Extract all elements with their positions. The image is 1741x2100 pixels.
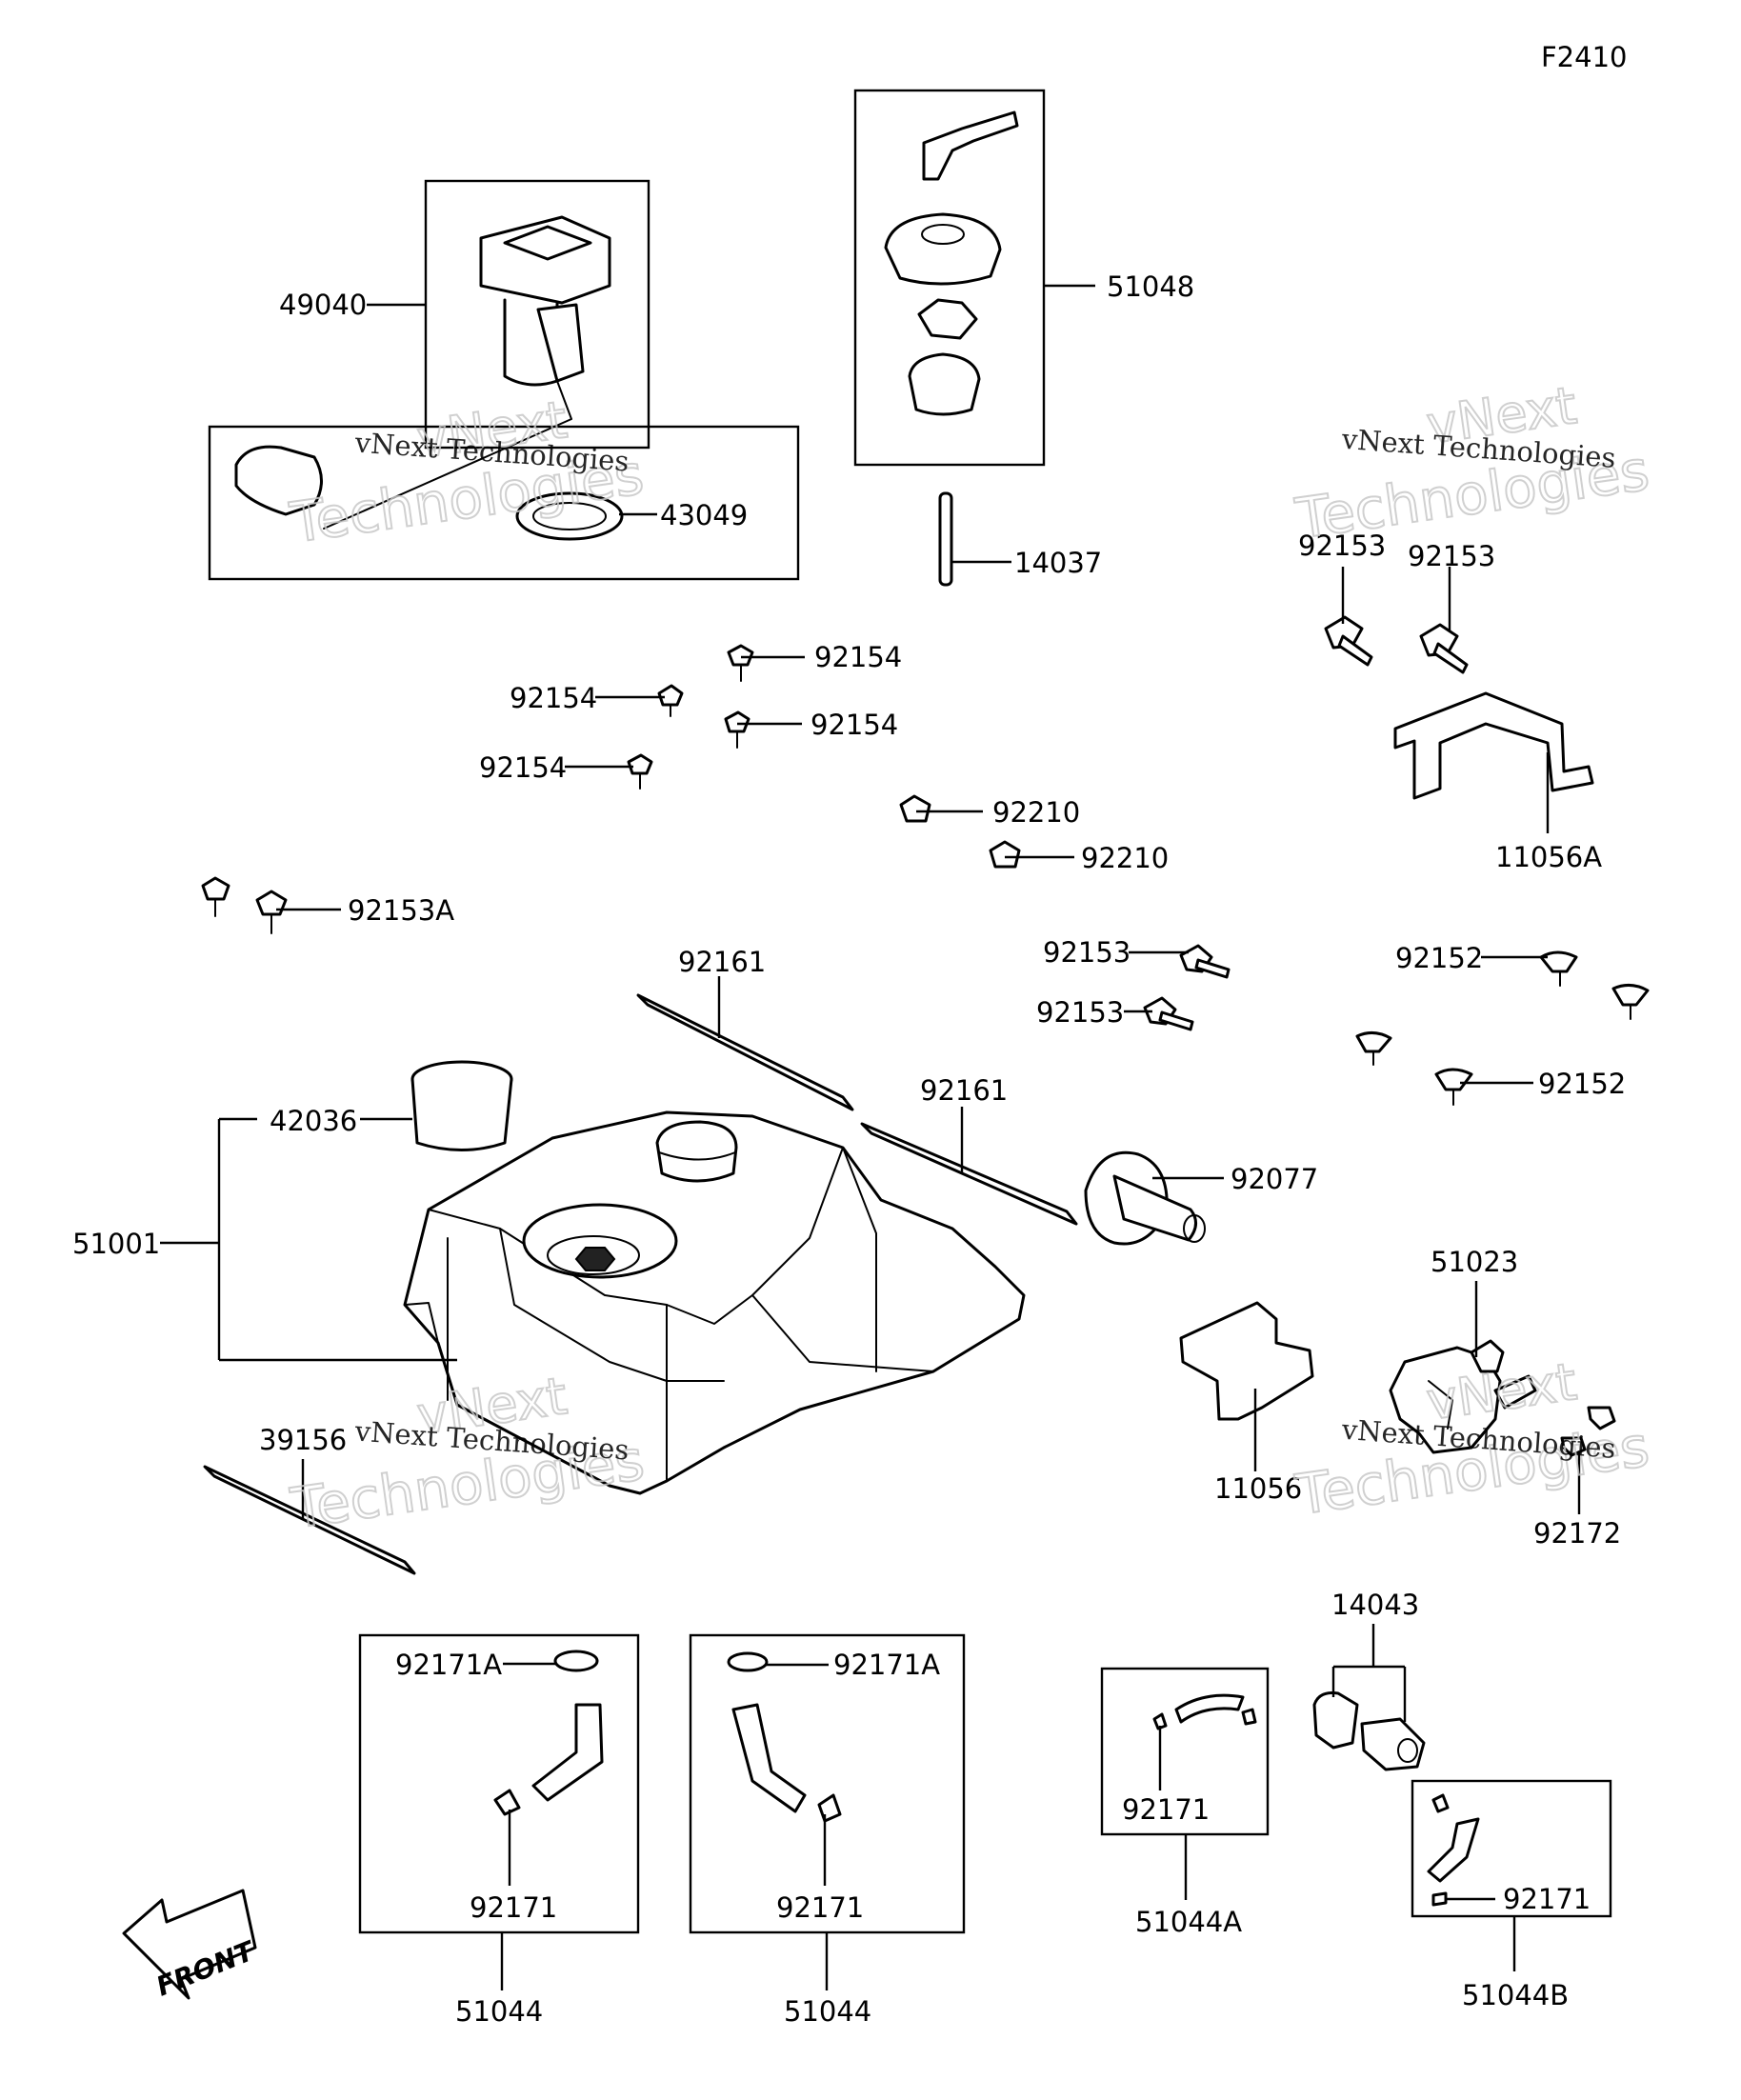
callout-92153-d: 92153: [1036, 996, 1124, 1029]
front-direction-arrow: FRONT: [122, 1889, 260, 2003]
watermark-bottom-right: vNext Technologies vNext Technologies: [1291, 1350, 1653, 1529]
damper-strip-2: [860, 1122, 1078, 1226]
callout-92171-d: 92171: [1503, 1883, 1591, 1915]
callout-92172: 92172: [1533, 1517, 1621, 1550]
callout-51023: 51023: [1431, 1246, 1518, 1278]
hose-kit-box-1: [358, 1633, 640, 1934]
pump-gasket: [515, 491, 624, 541]
callout-92210-b: 92210: [1081, 842, 1169, 874]
bolt-set-92153-middle: [1143, 944, 1231, 1031]
callout-92171A-b: 92171A: [833, 1649, 940, 1681]
callout-39156: 39156: [259, 1424, 347, 1456]
callout-51044-b: 51044: [784, 1995, 871, 2028]
callout-92152-a: 92152: [1395, 942, 1483, 974]
callout-11056: 11056: [1214, 1472, 1302, 1505]
callout-51044A: 51044A: [1135, 1906, 1242, 1938]
callout-92153-c: 92153: [1043, 936, 1131, 969]
hose-kit-a-parts: [1152, 1693, 1257, 1730]
callout-11056A: 11056A: [1495, 841, 1602, 873]
watermark-top-right: vNext Technologies vNext Technologies: [1291, 374, 1653, 552]
bolt-set-92152: [1355, 950, 1650, 1106]
tank-filler-neck-42036: [410, 1060, 513, 1151]
callout-92210-a: 92210: [992, 796, 1080, 829]
bolt-set-92153A: [201, 876, 288, 934]
fuel-cock-parts-14043: [1312, 1691, 1426, 1771]
fuel-cock-51023: [1389, 1339, 1537, 1454]
callout-92171-a: 92171: [470, 1891, 557, 1924]
fuel-pump-assembly: [234, 215, 611, 530]
leader-lines: [160, 284, 1581, 1990]
callout-92161-a: 92161: [678, 946, 766, 978]
bracket-11056A: [1393, 691, 1594, 800]
hose-kit-b-parts: [1427, 1793, 1480, 1907]
callout-92077: 92077: [1231, 1163, 1318, 1195]
callout-42036: 42036: [270, 1105, 357, 1137]
callout-92153A: 92153A: [348, 894, 454, 927]
callout-51048: 51048: [1107, 270, 1194, 303]
damper-strip-1: [636, 993, 854, 1111]
callout-92153-upper-left: 92153: [1298, 530, 1386, 562]
callout-51001: 51001: [72, 1228, 160, 1260]
breather-tube: [938, 491, 953, 587]
callout-51044B: 51044B: [1462, 1979, 1569, 2011]
callout-92153-upper-right: 92153: [1408, 540, 1495, 572]
callout-92161-b: 92161: [920, 1074, 1008, 1107]
callout-92171A-a: 92171A: [395, 1649, 502, 1681]
callout-49040: 49040: [279, 289, 367, 321]
damper-strip-39156: [203, 1465, 416, 1575]
bolt-set-92154: [627, 644, 754, 790]
callout-92152-b: 92152: [1538, 1068, 1626, 1100]
callout-labels: 49040 43049 51048 14037 92153 92153 1105…: [72, 270, 1626, 2028]
callout-92154-a: 92154: [814, 641, 902, 673]
callout-43049: 43049: [660, 499, 748, 531]
hose-kit-box-b: [1411, 1779, 1612, 1918]
callout-92154-c: 92154: [810, 709, 898, 741]
fuel-pump-box: [424, 179, 650, 450]
callout-14037: 14037: [1014, 547, 1102, 579]
callout-14043: 14043: [1331, 1589, 1419, 1621]
callout-92154-d: 92154: [479, 751, 567, 784]
callout-51044-a: 51044: [455, 1995, 543, 2028]
fuel-cap-box: [853, 89, 1046, 467]
callout-92154-b: 92154: [510, 682, 597, 714]
callout-92171-b: 92171: [776, 1891, 864, 1924]
bracket-11056: [1179, 1301, 1314, 1421]
grommet-92077: [1084, 1150, 1206, 1246]
bolt-pair-upper-right: [1324, 615, 1469, 674]
fittings-92172: [1560, 1406, 1616, 1457]
callout-92171-c: 92171: [1122, 1793, 1210, 1826]
nut-set-92210: [899, 794, 1021, 869]
fuel-tank-51001: [403, 1110, 1026, 1495]
figure-code: F2410: [1541, 41, 1627, 73]
fuel-cap-assembly: [884, 110, 1019, 416]
hose-kit-1-parts: [493, 1650, 604, 1816]
hose-kit-2-parts: [727, 1651, 842, 1823]
fuel-pump-lower-box: [208, 425, 800, 581]
